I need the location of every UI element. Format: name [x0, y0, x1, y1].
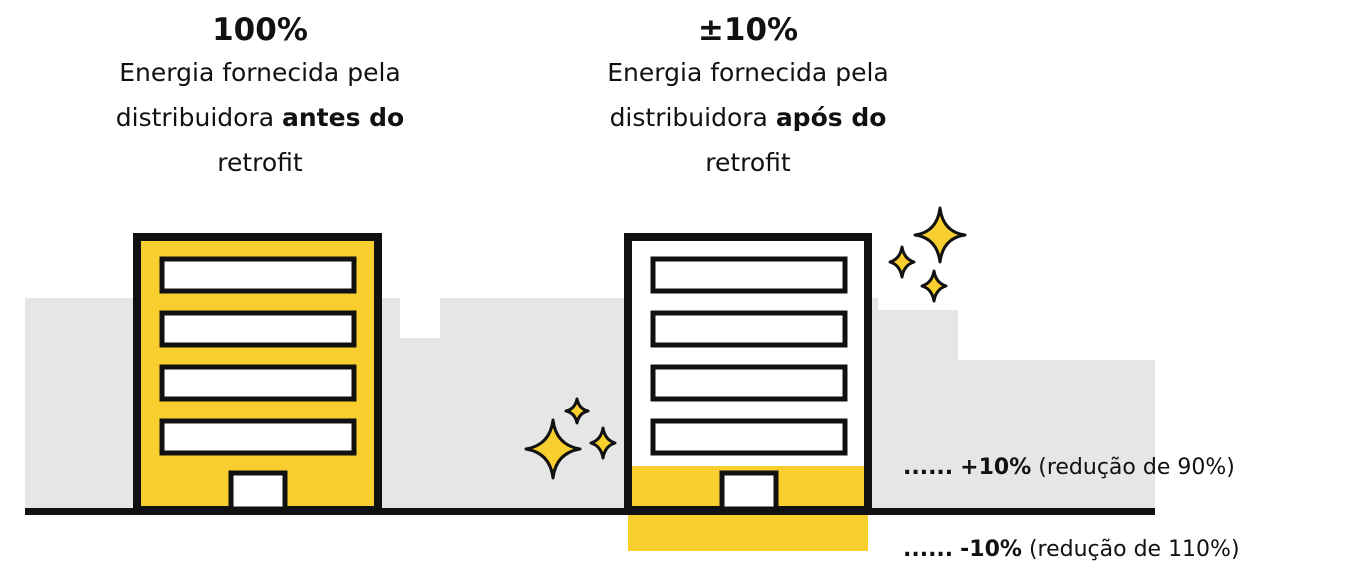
- building-after-icon: [624, 233, 872, 514]
- note-value: -10%: [960, 537, 1022, 562]
- note-minus-10: ...... -10% (redução de 110%): [903, 535, 1240, 565]
- heading-after-retrofit: ±10% Energia fornecida pela distribuidor…: [548, 10, 948, 185]
- desc-line2-plain: distribuidora: [115, 103, 275, 132]
- note-plus-10: ...... +10% (redução de 90%): [903, 453, 1235, 483]
- desc-line2-plain: distribuidora: [609, 103, 768, 132]
- percent-after: ±10%: [697, 12, 799, 48]
- note-dots: ......: [903, 537, 954, 562]
- desc-line2: distribuidora após do: [548, 95, 948, 140]
- note-value: +10%: [960, 455, 1032, 480]
- desc-line1: Energia fornecida pela: [119, 58, 401, 87]
- desc-line1: Energia fornecida pela: [607, 58, 889, 87]
- heading-before-retrofit: 100% Energia fornecida pela distribuidor…: [60, 10, 460, 185]
- note-text: (redução de 110%): [1028, 537, 1240, 562]
- ground-line: [25, 508, 1155, 515]
- desc-line2-bold: antes do: [282, 103, 405, 132]
- note-dots: ......: [903, 455, 954, 480]
- desc-line3: retrofit: [217, 148, 303, 177]
- negative-energy-bar: [628, 515, 868, 551]
- percent-before: 100%: [212, 12, 308, 48]
- sparkle-icon: [888, 206, 967, 303]
- building-before-icon: [133, 233, 382, 514]
- desc-line2: distribuidora antes do: [60, 95, 460, 140]
- desc-line2-bold: após do: [775, 103, 887, 132]
- note-text: (redução de 90%): [1038, 455, 1235, 480]
- sparkle-icon: [524, 397, 617, 480]
- desc-line3: retrofit: [705, 148, 791, 177]
